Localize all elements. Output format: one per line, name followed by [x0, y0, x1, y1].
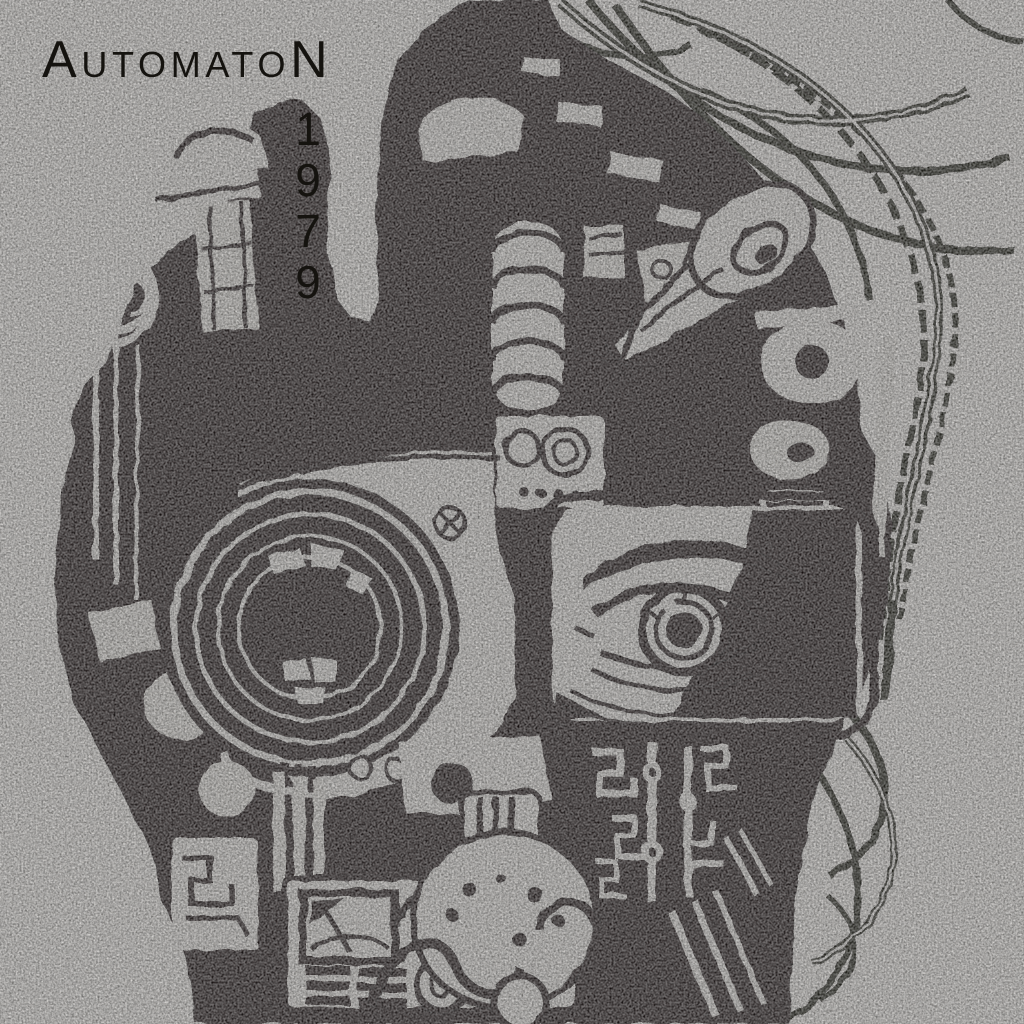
- year-digit-3: 7: [295, 205, 321, 257]
- album-title: AutomatoN: [42, 31, 333, 89]
- year-digit-2: 9: [295, 154, 321, 206]
- album-year: 1 9 7 9: [284, 104, 332, 308]
- year-digit-4: 9: [295, 256, 321, 308]
- year-digit-1: 1: [295, 103, 321, 155]
